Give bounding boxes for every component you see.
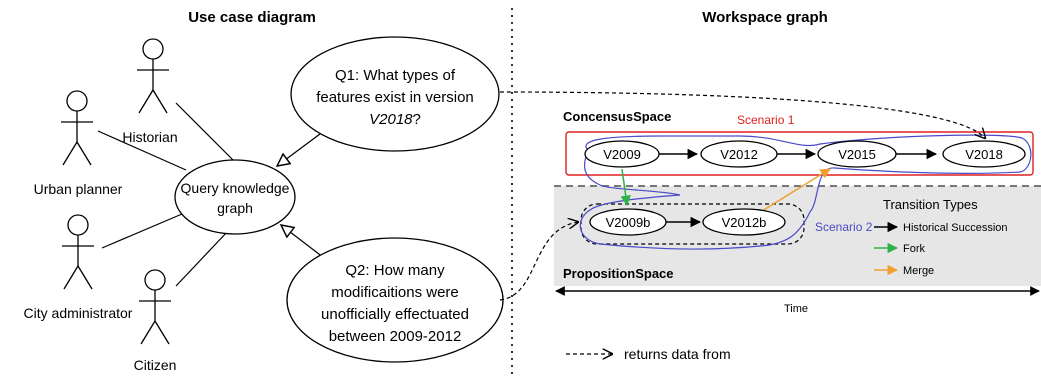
q1-line1: Q1: What types of [335,67,456,84]
q1-line3-suffix: ? [413,111,421,128]
actor-city-administrator-label: City administrator [24,305,133,321]
actor-historian-label: Historian [122,129,177,145]
actor-city-administrator [62,214,94,290]
scenario1-box [565,131,1034,176]
q1-ellipse [290,36,500,152]
scenario2-label: Scenario 2 [815,220,873,234]
returns-legend-label: returns data from [624,346,731,362]
left-title: Use case diagram [188,9,316,26]
q1-returns-arrow [499,91,985,138]
scenario1-label: Scenario 1 [737,113,795,127]
q2-line4: between 2009-2012 [329,328,462,345]
legend-label-succession: Historical Succession [903,222,1008,234]
node-v2009b-label: V2009b [606,215,651,230]
node-v2012b [702,208,786,236]
node-v2009b [589,208,667,236]
legend-title: Transition Types [883,197,978,212]
q2-returns-arrow [499,222,578,301]
right-title: Workspace graph [702,9,828,26]
actor-urban-planner-label: Urban planner [34,181,123,197]
actor-citizen [139,269,171,345]
edge-merge-v2012b-v2015 [761,168,831,212]
proposition-space-region [554,186,1041,286]
association-lines [97,102,236,287]
proposition-space-label: PropositionSpace [563,266,674,281]
edge-fork-v2009-v2009b [620,168,631,207]
q2-line3: unofficially effectuated [321,306,469,323]
scenario2-outline [579,134,1032,250]
legend-label-merge: Merge [903,265,934,277]
node-v2015 [817,140,897,168]
consensus-space-label: ConcensusSpace [563,109,671,124]
scenario2-group [580,203,805,245]
node-v2018-label: V2018 [965,147,1003,162]
q1-extension-arrow [277,127,329,166]
legend-label-fork: Fork [903,243,926,255]
node-v2018 [942,140,1026,168]
actor-urban-planner [61,90,93,166]
q1-line3: V2018? [369,111,421,128]
q2-line2: modificaitions were [331,284,459,301]
q2-line1: Q2: How many [345,262,445,279]
actor-historian [137,38,169,114]
use-case-line1: Query knowledge [181,180,290,196]
use-case-ellipse [174,159,296,235]
actor-citizen-label: Citizen [134,357,177,373]
node-v2012b-label: V2012b [722,215,767,230]
node-v2012-label: V2012 [720,147,758,162]
time-axis-label: Time [784,303,808,315]
node-v2015-label: V2015 [838,147,876,162]
use-case-line2: graph [217,200,253,216]
q1-line2: features exist in version [316,89,474,106]
q1-version: V2018 [369,111,413,128]
node-v2009 [584,140,660,168]
node-v2009-label: V2009 [603,147,641,162]
node-v2012 [700,140,778,168]
